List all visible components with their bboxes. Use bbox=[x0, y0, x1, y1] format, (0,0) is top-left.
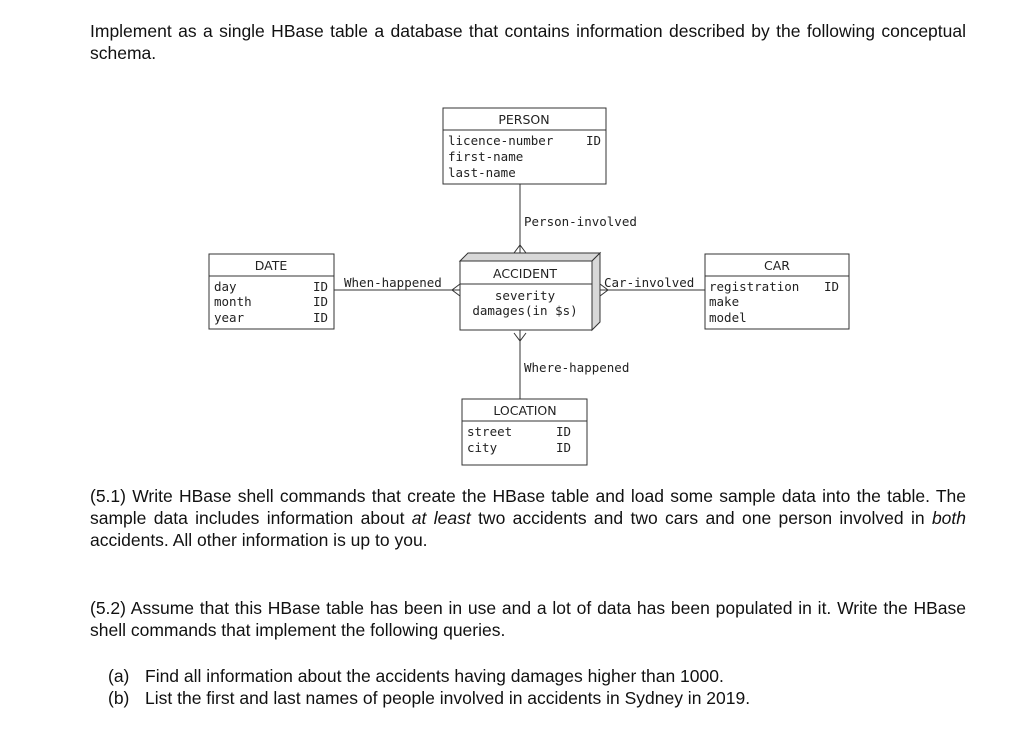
id-marker: ID bbox=[556, 440, 571, 455]
relationship-where-happened: Where-happened bbox=[524, 360, 629, 375]
entity-person: PERSON licence-number first-name last-na… bbox=[442, 107, 607, 185]
question-5-2: (5.2) Assume that this HBase table has b… bbox=[90, 598, 966, 640]
attribute: street bbox=[467, 424, 512, 439]
attribute: year bbox=[214, 310, 245, 325]
query-label: (b) bbox=[108, 688, 130, 708]
relationship-car-involved: Car-involved bbox=[604, 275, 694, 290]
id-marker: ID bbox=[824, 279, 839, 294]
emphasis-at-least: at least bbox=[411, 508, 471, 528]
attribute: severity bbox=[495, 288, 556, 303]
relationship-when-happened: When-happened bbox=[344, 275, 442, 290]
query-b: (b) List the first and last names of peop… bbox=[108, 687, 750, 709]
car-involved-arrow bbox=[599, 283, 609, 297]
query-text: Find all information about the accidents… bbox=[145, 666, 724, 686]
entity-title: LOCATION bbox=[493, 403, 556, 418]
attribute: damages(in $s) bbox=[472, 303, 577, 318]
entity-location: LOCATION street city ID ID bbox=[461, 398, 588, 466]
attribute: first-name bbox=[448, 149, 523, 164]
intro-paragraph: Implement as a single HBase table a data… bbox=[90, 21, 966, 63]
id-marker: ID bbox=[586, 133, 601, 148]
when-happened-arrow bbox=[451, 283, 461, 297]
entity-title: ACCIDENT bbox=[493, 266, 557, 281]
entity-date: DATE day month year ID ID ID bbox=[208, 253, 335, 330]
question-5-1-text-start: (5.1) Write HBase shell commands that cr… bbox=[90, 486, 966, 528]
query-label: (a) bbox=[108, 666, 130, 686]
entity-title: DATE bbox=[255, 258, 288, 273]
attribute: registration bbox=[709, 279, 799, 294]
attribute: make bbox=[709, 294, 739, 309]
question-5-1-text-end: accidents. All other information is up t… bbox=[90, 530, 428, 550]
question-5-1: (5.1) Write HBase shell commands that cr… bbox=[90, 485, 966, 551]
question-5-1-text-middle: two accidents and two cars and one perso… bbox=[470, 508, 932, 528]
query-a: (a) Find all information about the accide… bbox=[108, 665, 724, 687]
id-marker: ID bbox=[313, 279, 328, 294]
attribute: city bbox=[467, 440, 498, 455]
conceptual-schema-diagram: Person-involved When-happened Car-involv… bbox=[208, 107, 850, 466]
person-involved-arrow bbox=[513, 244, 527, 254]
id-marker: ID bbox=[313, 310, 328, 325]
entity-accident: ACCIDENT severity damages(in $s) bbox=[458, 251, 602, 332]
emphasis-both: both bbox=[931, 508, 966, 528]
attribute: licence-number bbox=[448, 133, 554, 148]
id-marker: ID bbox=[313, 294, 328, 309]
attribute: last-name bbox=[448, 165, 516, 180]
where-happened-arrow bbox=[513, 332, 527, 342]
relationship-person-involved: Person-involved bbox=[524, 214, 637, 229]
entity-car: CAR registration make model ID bbox=[704, 253, 850, 330]
query-text: List the first and last names of people … bbox=[145, 688, 751, 708]
entity-title: CAR bbox=[764, 258, 790, 273]
attribute: month bbox=[214, 294, 252, 309]
entity-title: PERSON bbox=[498, 112, 549, 127]
attribute: day bbox=[214, 279, 237, 294]
attribute: model bbox=[709, 310, 747, 325]
id-marker: ID bbox=[556, 424, 571, 439]
